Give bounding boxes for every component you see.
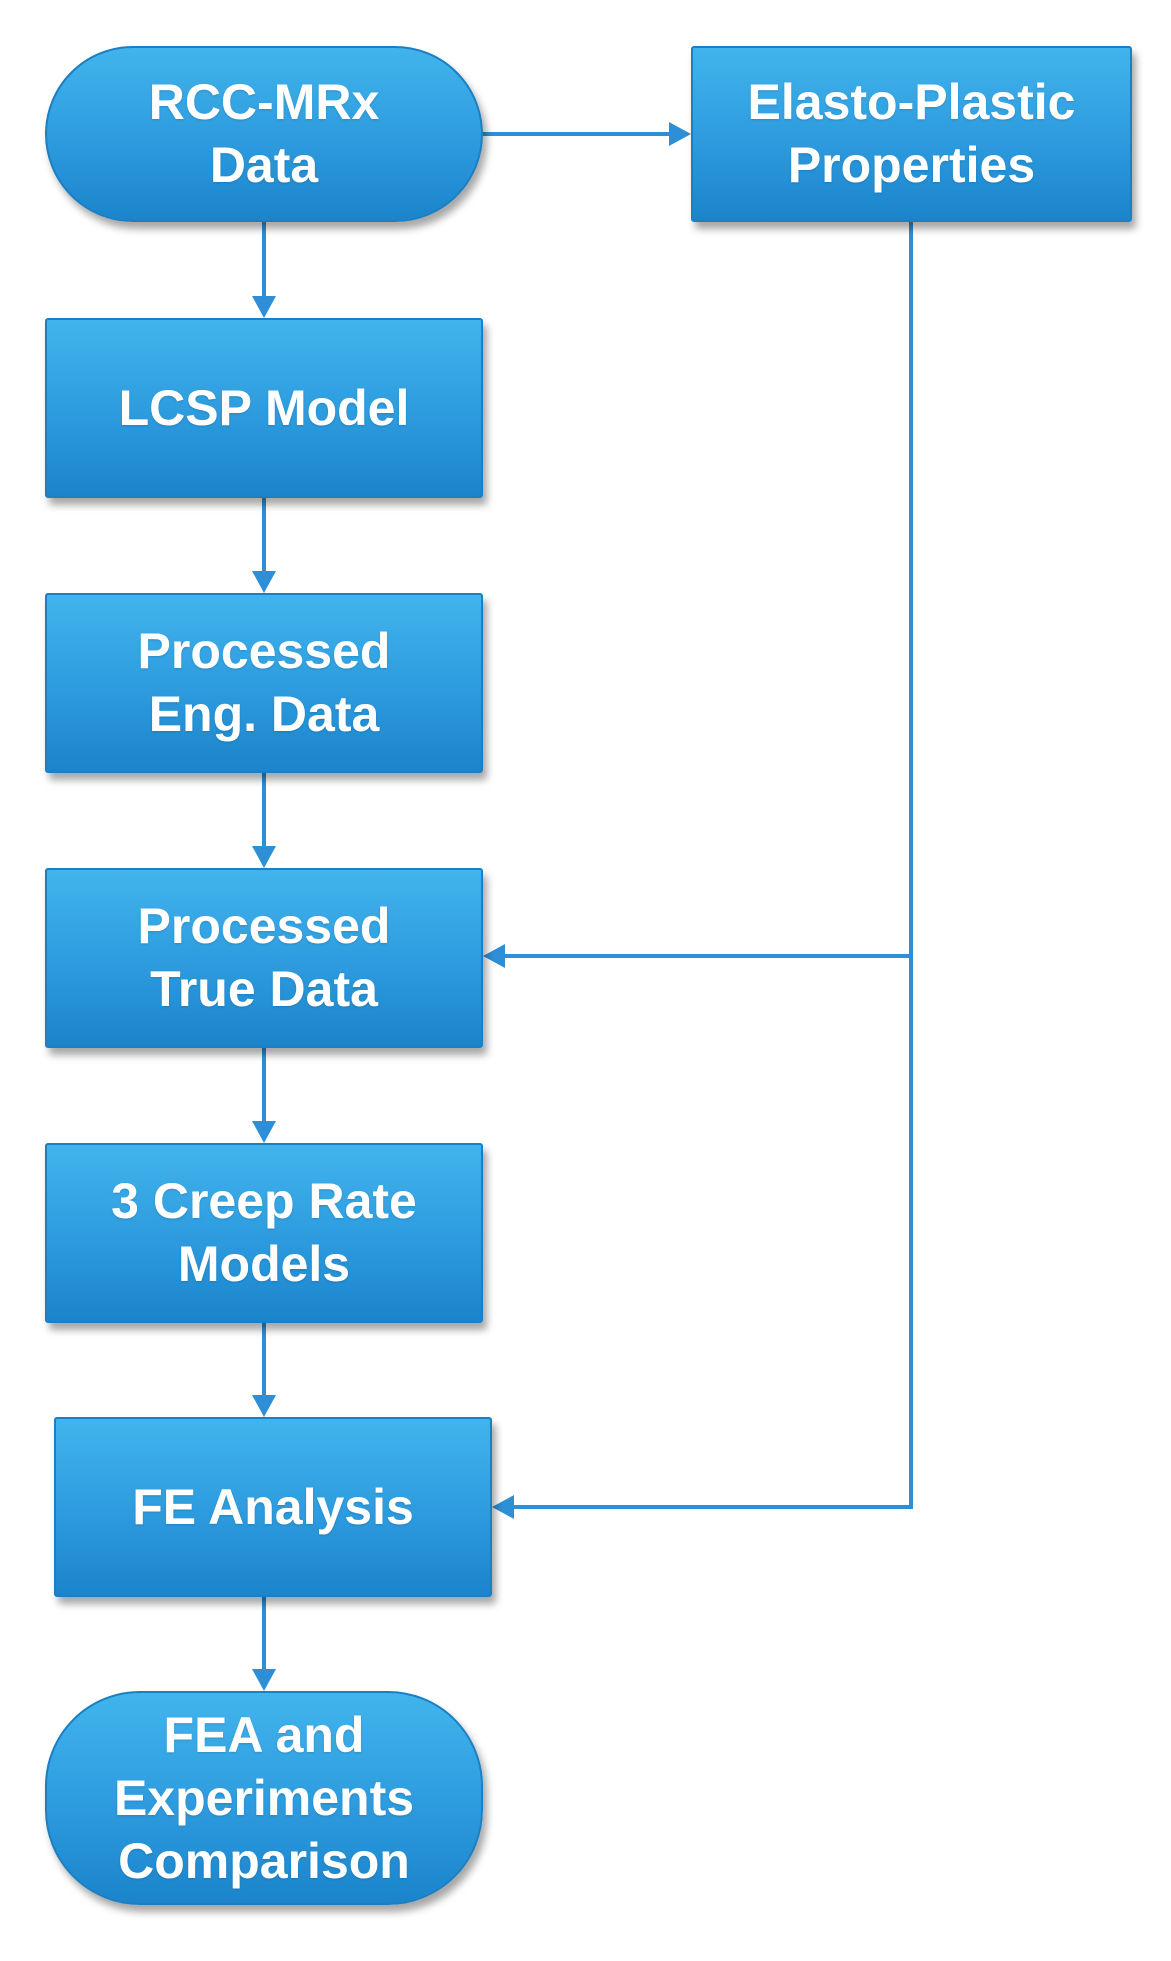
connector-eng-to-true bbox=[252, 773, 276, 868]
node-rcc-mrx-data: RCC-MRx Data bbox=[45, 46, 483, 222]
node-label-line: Data bbox=[209, 137, 319, 193]
node-label-line: Models bbox=[177, 1236, 351, 1292]
node-label-line: RCC-MRx bbox=[148, 74, 380, 130]
connector-elasto-to-fe bbox=[492, 956, 913, 1519]
node-label-line: LCSP Model bbox=[118, 379, 410, 436]
connector-elasto-to-true bbox=[483, 222, 913, 968]
node-3-creep-rate-models: 3 Creep Rate Models bbox=[45, 1143, 483, 1323]
node-lcsp-model: LCSP Model bbox=[45, 318, 483, 498]
node-label-line: FEA and bbox=[163, 1706, 365, 1763]
connector-lcsp-to-eng bbox=[252, 498, 276, 593]
connector-fe-to-fea bbox=[252, 1597, 276, 1691]
node-label-line: FE Analysis bbox=[132, 1478, 414, 1535]
node-label-line: 3 Creep Rate bbox=[111, 1173, 417, 1229]
node-processed-eng-data: Processed Eng. Data bbox=[45, 593, 483, 773]
node-label-line: Processed bbox=[137, 898, 391, 954]
connector-creep-to-fe bbox=[252, 1323, 276, 1417]
node-fe-analysis: FE Analysis bbox=[54, 1417, 492, 1597]
node-label-line: Properties bbox=[787, 137, 1036, 193]
node-elasto-plastic-properties: Elasto-Plastic Properties bbox=[691, 46, 1132, 222]
node-label-line: Eng. Data bbox=[148, 686, 380, 742]
node-label-line: True Data bbox=[150, 961, 378, 1017]
node-fea-and-experiments-comparison: FEA and Experiments Comparison bbox=[45, 1691, 483, 1905]
node-label-line: Experiments bbox=[113, 1769, 415, 1826]
connector-rcc-to-elasto bbox=[483, 122, 691, 146]
node-label-line: Elasto-Plastic bbox=[747, 74, 1076, 130]
node-label-line: Processed bbox=[137, 623, 391, 679]
node-processed-true-data: Processed True Data bbox=[45, 868, 483, 1048]
node-label-line: Comparison bbox=[118, 1832, 410, 1889]
connector-true-to-creep bbox=[252, 1048, 276, 1143]
connector-rcc-to-lcsp bbox=[252, 222, 276, 318]
